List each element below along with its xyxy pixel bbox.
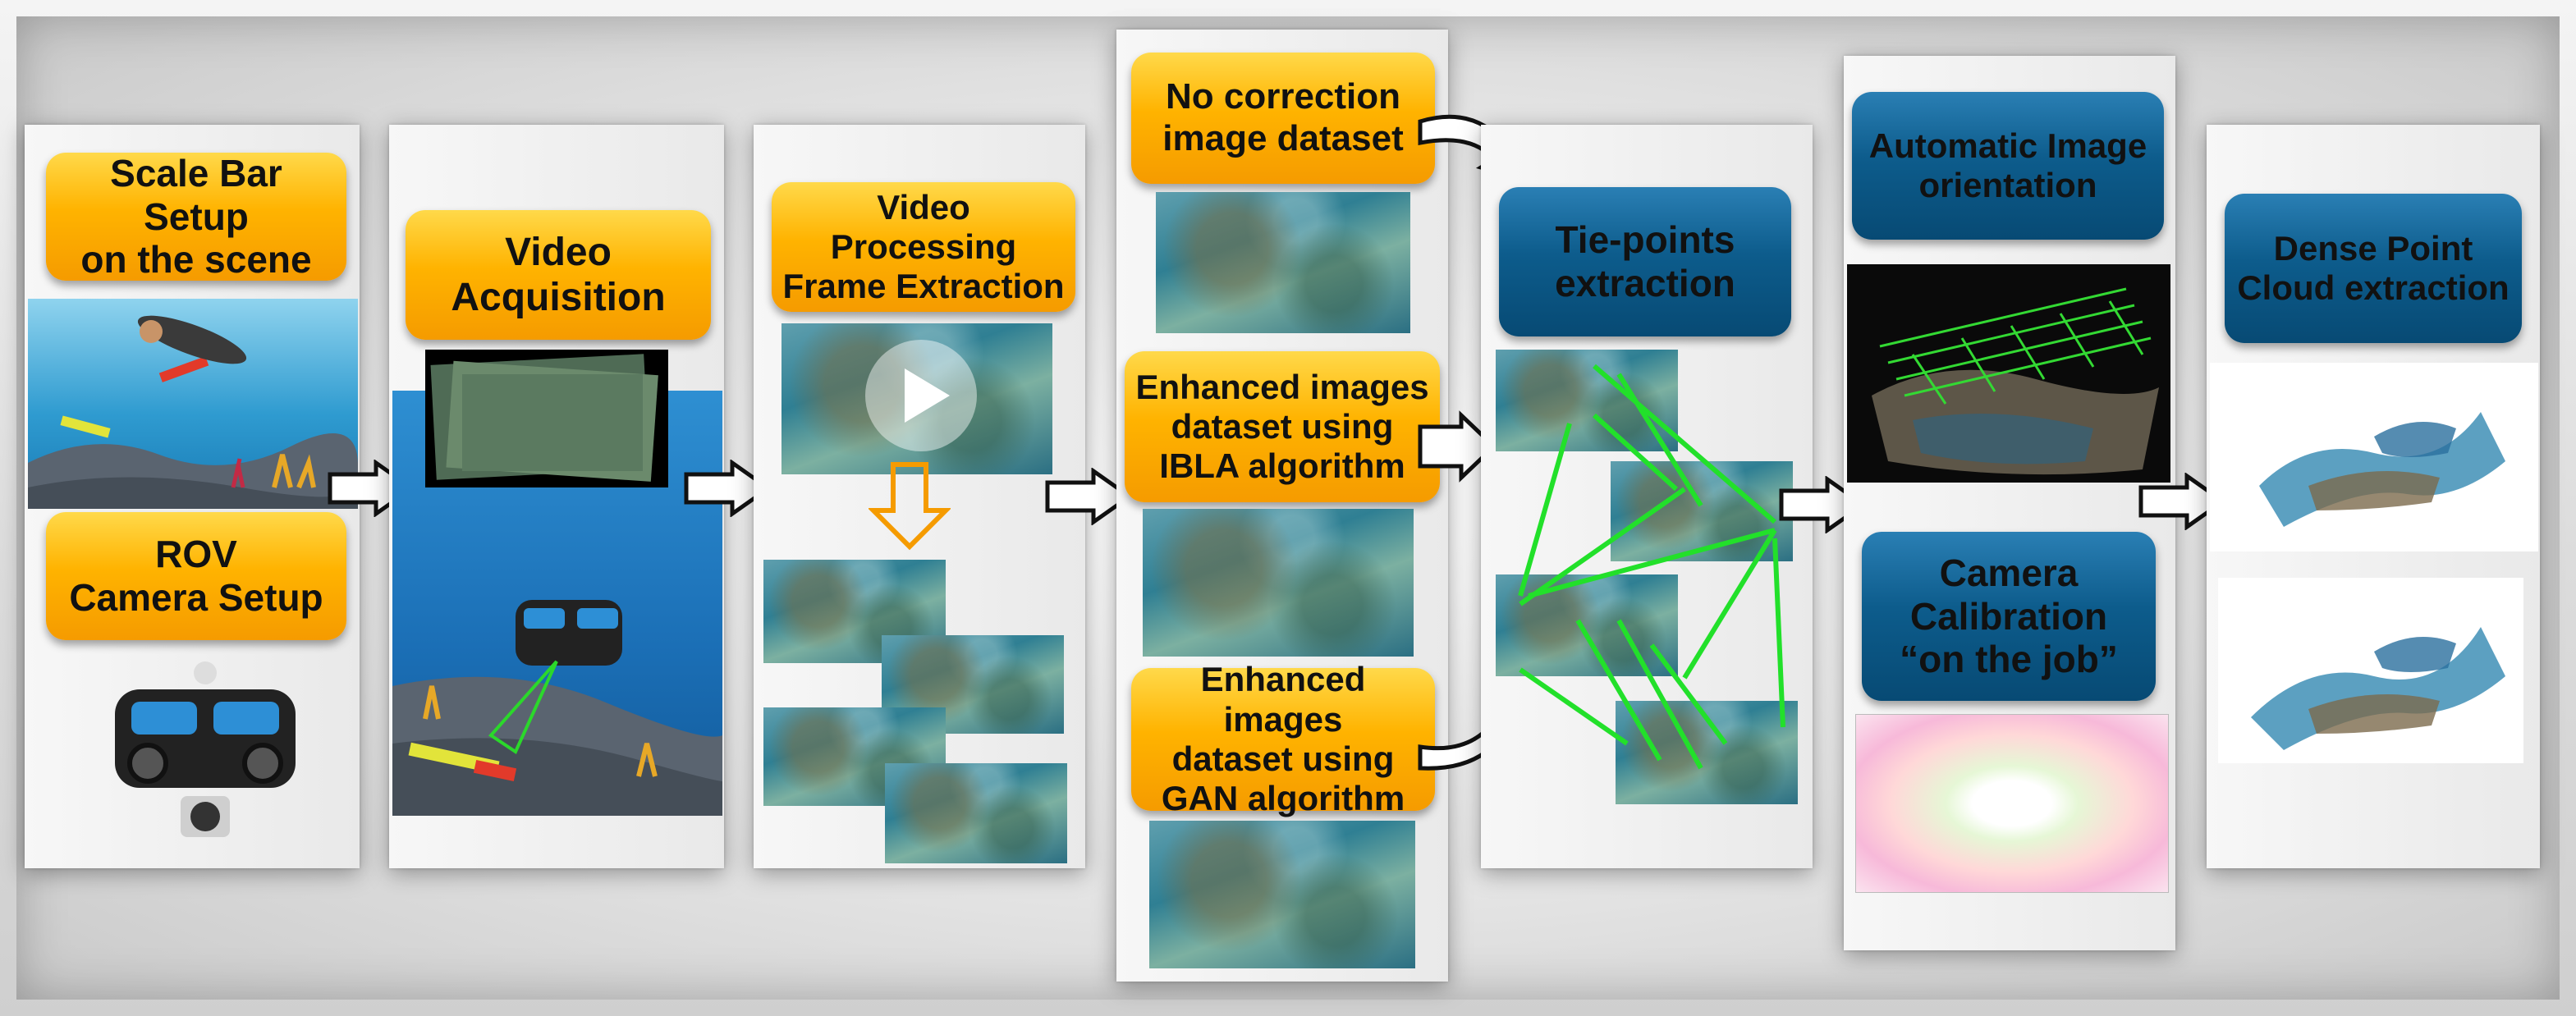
distortion-map-image (1855, 714, 2169, 893)
orientation-box: Automatic Image orientation (1852, 92, 2164, 240)
tie-points-box: Tie-points extraction (1499, 187, 1791, 336)
tie-image-1 (1496, 350, 1678, 451)
rov-camera-setup-label: ROV Camera Setup (69, 533, 323, 619)
tie-image-4 (1616, 701, 1798, 804)
calibration-label: Camera Calibration “on the job” (1900, 551, 2118, 681)
gan-label: Enhanced images dataset using GAN algori… (1161, 660, 1405, 818)
video-acquisition-box: Video Acquisition (406, 210, 711, 340)
gan-image (1149, 821, 1415, 968)
arrow-3 (1044, 468, 1134, 525)
ibla-image (1143, 509, 1414, 657)
diver-scene-image (28, 299, 358, 509)
dense-cloud-label: Dense Point Cloud extraction (2237, 228, 2510, 307)
ibla-label: Enhanced images dataset using IBLA algor… (1135, 367, 1429, 486)
scale-bar-setup-label: Scale Bar Setup on the scene (80, 151, 312, 281)
frame-image-4 (885, 763, 1067, 863)
tie-points-label: Tie-points extraction (1555, 218, 1735, 304)
video-frames-image (425, 350, 668, 487)
arrow-2 (683, 460, 773, 517)
video-processing-label: Video Processing Frame Extraction (782, 187, 1065, 306)
video-processing-box: Video Processing Frame Extraction (772, 182, 1075, 312)
arrow-6 (2138, 473, 2228, 530)
rov-camera-setup-box: ROV Camera Setup (46, 512, 346, 640)
dense-cloud-box: Dense Point Cloud extraction (2225, 194, 2522, 343)
dense-cloud-image-2 (2218, 578, 2523, 763)
video-acquisition-label: Video Acquisition (451, 230, 666, 319)
no-correction-box: No correction image dataset (1131, 53, 1435, 184)
down-arrow (869, 461, 951, 551)
rov-device-image (99, 657, 312, 854)
tie-image-3 (1496, 574, 1678, 676)
video-play-image (782, 323, 1052, 474)
point-cloud-cameras-image (1847, 264, 2170, 483)
curved-arrow-2 (1417, 410, 1499, 484)
scale-bar-setup-box: Scale Bar Setup on the scene (46, 151, 346, 281)
calibration-box: Camera Calibration “on the job” (1862, 532, 2156, 701)
tie-lines (1496, 350, 1808, 809)
no-correction-label: No correction image dataset (1162, 76, 1404, 158)
ibla-box: Enhanced images dataset using IBLA algor… (1125, 351, 1440, 502)
gan-box: Enhanced images dataset using GAN algori… (1131, 660, 1435, 817)
dense-cloud-image-1 (2210, 363, 2538, 551)
no-correction-image (1156, 192, 1410, 333)
orientation-label: Automatic Image orientation (1868, 126, 2147, 204)
